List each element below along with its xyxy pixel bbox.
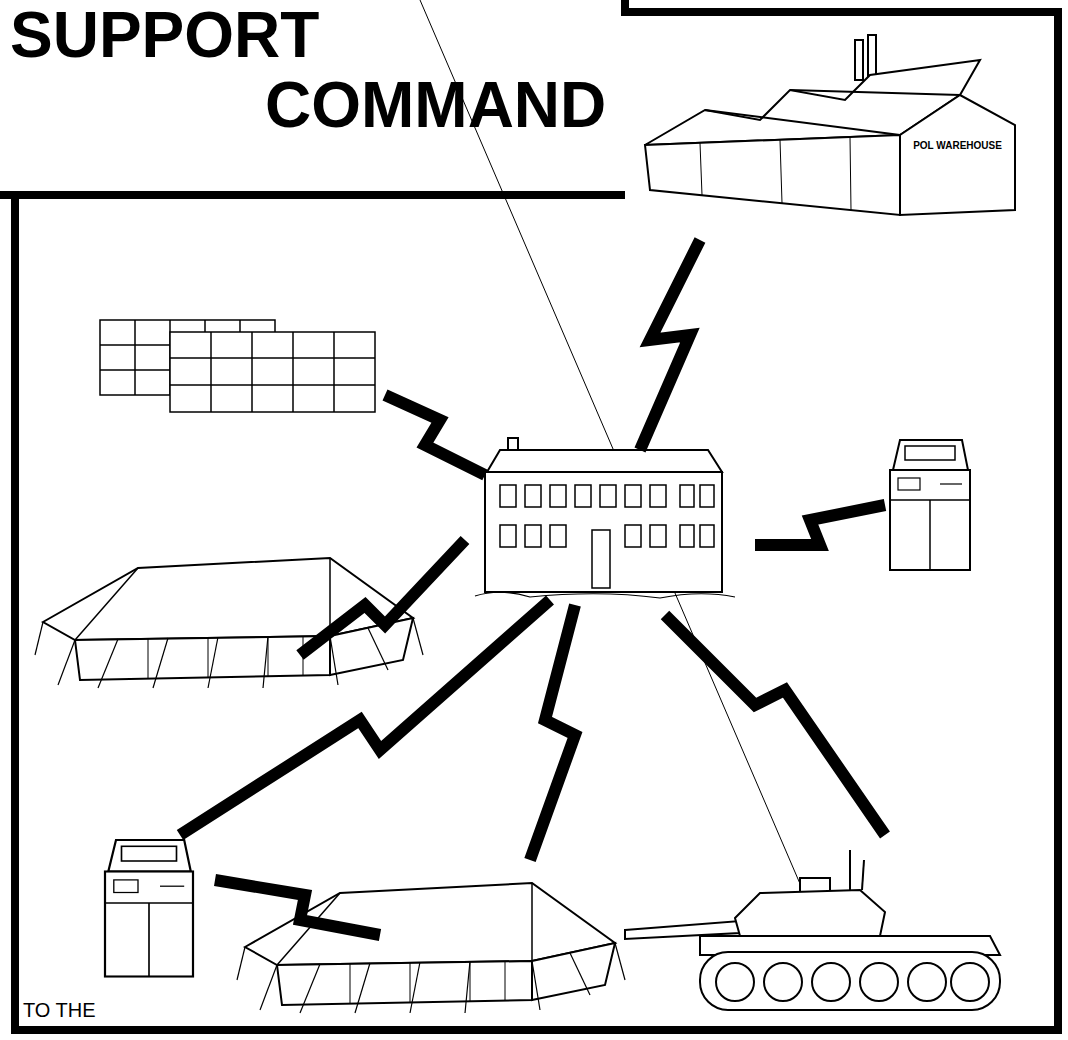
headquarters-house (475, 438, 735, 598)
building-sign: POL WAREHOUSE (905, 140, 1010, 152)
footer-fragment: TO THE (20, 998, 99, 1022)
computer-drawing (105, 840, 193, 977)
warehouse-drawing (645, 35, 1015, 215)
tent-drawing (35, 558, 423, 688)
computer-drawing (890, 440, 970, 570)
lightning-links (180, 240, 885, 935)
tent-drawing (237, 883, 625, 1013)
crate-stacks (100, 320, 375, 412)
poster-title: SUPPORT COMMAND (0, 0, 625, 141)
tank-drawing (625, 850, 1000, 1010)
